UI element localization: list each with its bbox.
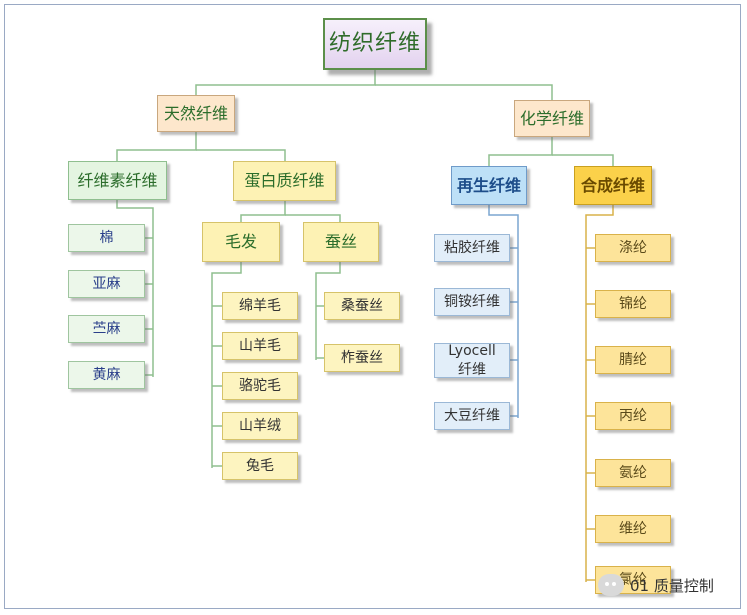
regenerated-item: 粘胶纤维 xyxy=(434,234,510,262)
silk-item: 柞蚕丝 xyxy=(324,344,400,372)
chemical-fiber-node: 化学纤维 xyxy=(514,100,590,137)
silk-item: 桑蚕丝 xyxy=(324,292,400,320)
diagram-frame xyxy=(4,4,741,609)
regenerated-fiber-node: 再生纤维 xyxy=(451,166,527,205)
cellulose-item: 亚麻 xyxy=(68,270,145,298)
protein-fiber-node: 蛋白质纤维 xyxy=(233,161,336,201)
natural-fiber-node: 天然纤维 xyxy=(157,95,235,132)
synthetic-fiber-node: 合成纤维 xyxy=(574,166,652,205)
cellulose-item: 苎麻 xyxy=(68,315,145,343)
synthetic-item: 涤纶 xyxy=(595,234,671,262)
cellulose-fiber-node: 纤维素纤维 xyxy=(68,161,167,200)
root-node: 纺织纤维 xyxy=(323,18,427,70)
regenerated-item: 铜铵纤维 xyxy=(434,288,510,316)
watermark-text: 01 质量控制 xyxy=(630,576,714,595)
watermark: 01 质量控制 xyxy=(598,574,714,596)
regenerated-item: 大豆纤维 xyxy=(434,402,510,430)
wool-item: 山羊毛 xyxy=(222,332,298,360)
wool-hair-node: 毛发 xyxy=(202,222,280,262)
wechat-icon xyxy=(598,574,624,596)
synthetic-item: 维纶 xyxy=(595,515,671,543)
synthetic-item: 丙纶 xyxy=(595,402,671,430)
wool-item: 绵羊毛 xyxy=(222,292,298,320)
regenerated-item: Lyocell 纤维 xyxy=(434,343,510,378)
wool-item: 骆驼毛 xyxy=(222,372,298,400)
synthetic-item: 氨纶 xyxy=(595,459,671,487)
synthetic-item: 腈纶 xyxy=(595,346,671,374)
cellulose-item: 棉 xyxy=(68,224,145,252)
wool-item: 兔毛 xyxy=(222,452,298,480)
silk-node: 蚕丝 xyxy=(303,222,379,262)
synthetic-item: 锦纶 xyxy=(595,290,671,318)
wool-item: 山羊绒 xyxy=(222,412,298,440)
cellulose-item: 黄麻 xyxy=(68,361,145,389)
